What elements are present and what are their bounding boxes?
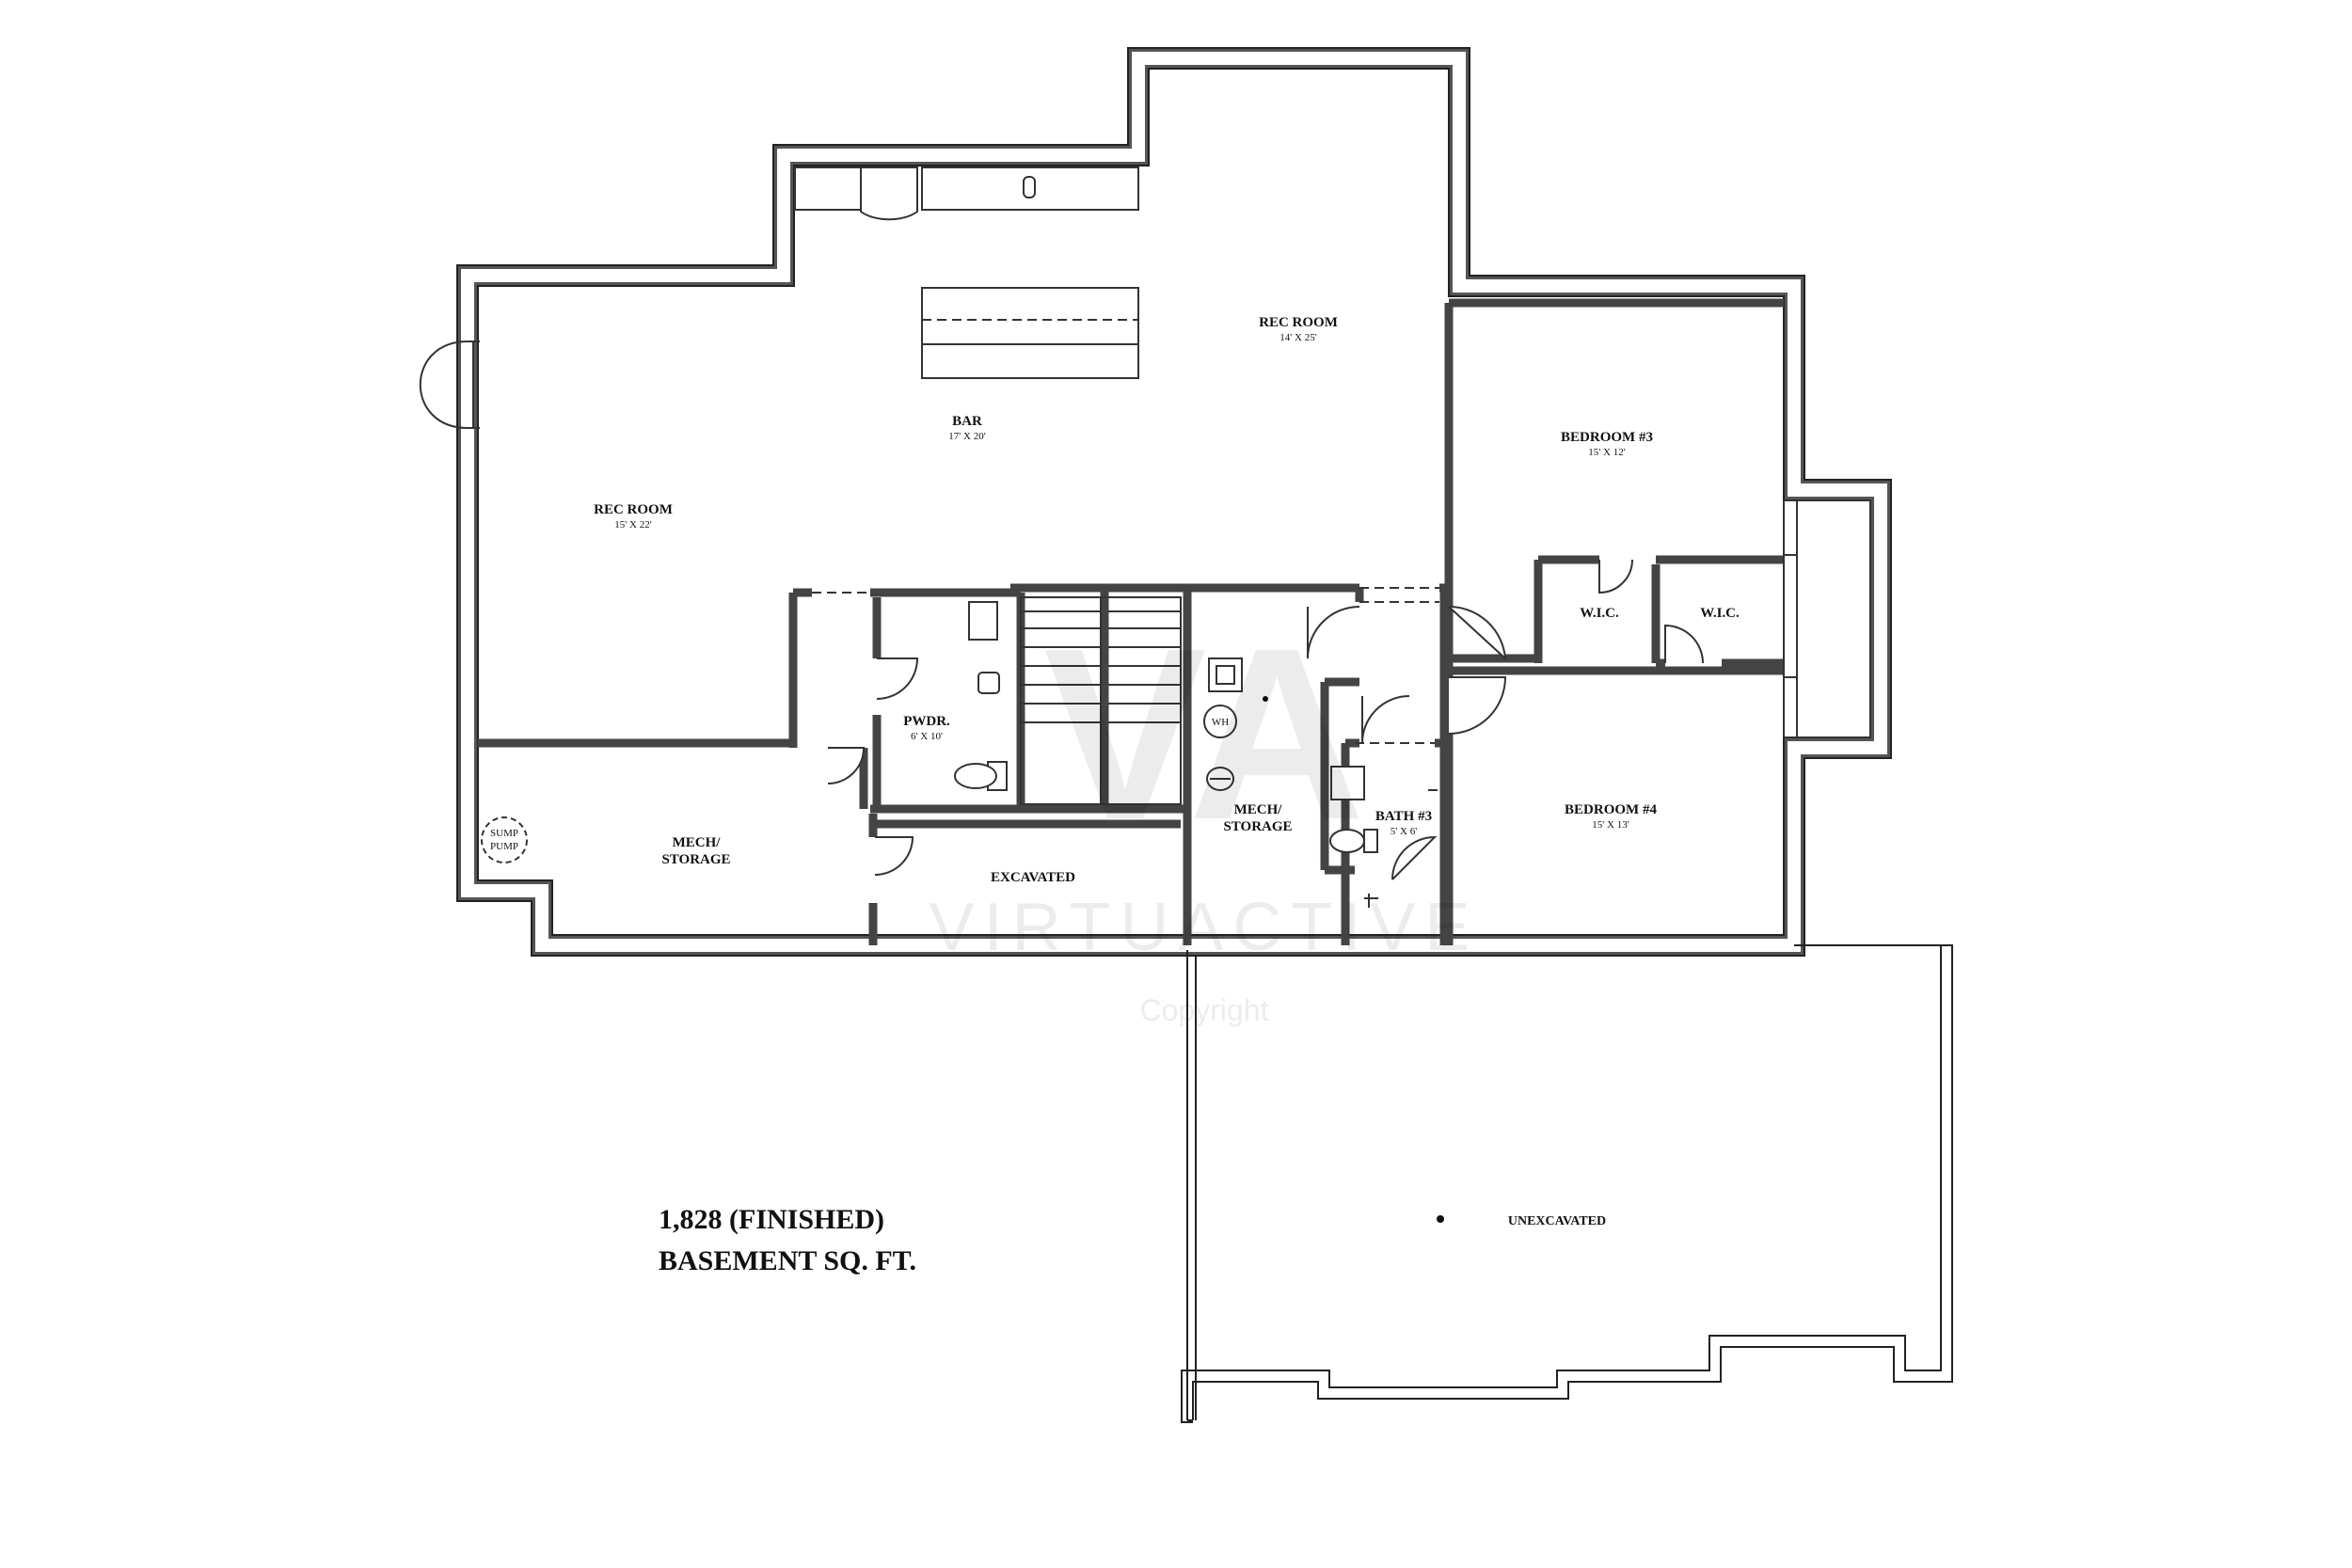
bath-3-name: BATH #3 xyxy=(1375,809,1432,824)
sump-pump: SUMP PUMP xyxy=(481,816,528,863)
sq-ft-line-1: 1,828 (FINISHED) xyxy=(659,1204,884,1235)
rec-room-left-dim: 15' X 22' xyxy=(614,519,651,531)
unexcavated-marker xyxy=(1437,1215,1444,1223)
rec-room-right-dim: 14' X 25' xyxy=(1279,332,1316,343)
watermark: VA VIRTUACTIVE Copyright xyxy=(930,598,1480,1027)
bar-name: BAR xyxy=(952,414,982,429)
bedroom-3-name: BEDROOM #3 xyxy=(1561,430,1653,445)
sump-pump-label-1: SUMP xyxy=(490,828,518,839)
watermark-monogram: VA xyxy=(1043,598,1365,871)
powder-name: PWDR. xyxy=(903,714,950,729)
bay-window-left xyxy=(419,341,480,429)
mech-right-line-2: STORAGE xyxy=(1223,819,1292,834)
bedroom-4-name: BEDROOM #4 xyxy=(1565,802,1657,817)
powder-dim: 6' X 10' xyxy=(911,731,943,742)
room-labels: REC ROOM 15' X 22' REC ROOM 14' X 25' BA… xyxy=(594,315,1740,1228)
water-heater-label: WH xyxy=(1212,717,1229,728)
bar-fixtures xyxy=(794,166,1139,379)
wic-right-name: W.I.C. xyxy=(1700,606,1740,621)
rec-room-left-name: REC ROOM xyxy=(594,502,673,517)
mech-left-line-2: STORAGE xyxy=(661,852,730,867)
exterior-wall xyxy=(456,47,1892,957)
mech-right-line-1: MECH/ xyxy=(1234,802,1283,817)
water-heater: WH xyxy=(1203,705,1237,738)
rec-room-right-name: REC ROOM xyxy=(1259,315,1338,330)
doors xyxy=(812,559,1704,880)
watermark-brand: VIRTUACTIVE xyxy=(930,890,1480,965)
sump-pump-label-2: PUMP xyxy=(490,841,518,852)
bedroom-4-dim: 15' X 13' xyxy=(1592,819,1629,831)
sq-ft-line-2: BASEMENT SQ. FT. xyxy=(659,1245,916,1276)
plumbing-fixtures xyxy=(954,601,1378,908)
wic-left-name: W.I.C. xyxy=(1580,606,1619,621)
sq-ft-summary: 1,828 (FINISHED) BASEMENT SQ. FT. xyxy=(659,1204,916,1276)
unexcavated-name: UNEXCAVATED xyxy=(1508,1214,1606,1228)
mech-left-line-1: MECH/ xyxy=(673,835,722,850)
excavated-name: EXCAVATED xyxy=(991,870,1075,885)
watermark-copyright: Copyright xyxy=(1140,993,1269,1027)
interior-walls xyxy=(478,298,1784,945)
bar-dim: 17' X 20' xyxy=(948,431,985,442)
bedroom-3-dim: 15' X 12' xyxy=(1588,447,1625,458)
unexcavated-outline xyxy=(1181,944,1953,1423)
stairs xyxy=(1020,596,1182,805)
bath-3-dim: 5' X 6' xyxy=(1391,826,1417,837)
bay-window-right xyxy=(1783,499,1871,738)
